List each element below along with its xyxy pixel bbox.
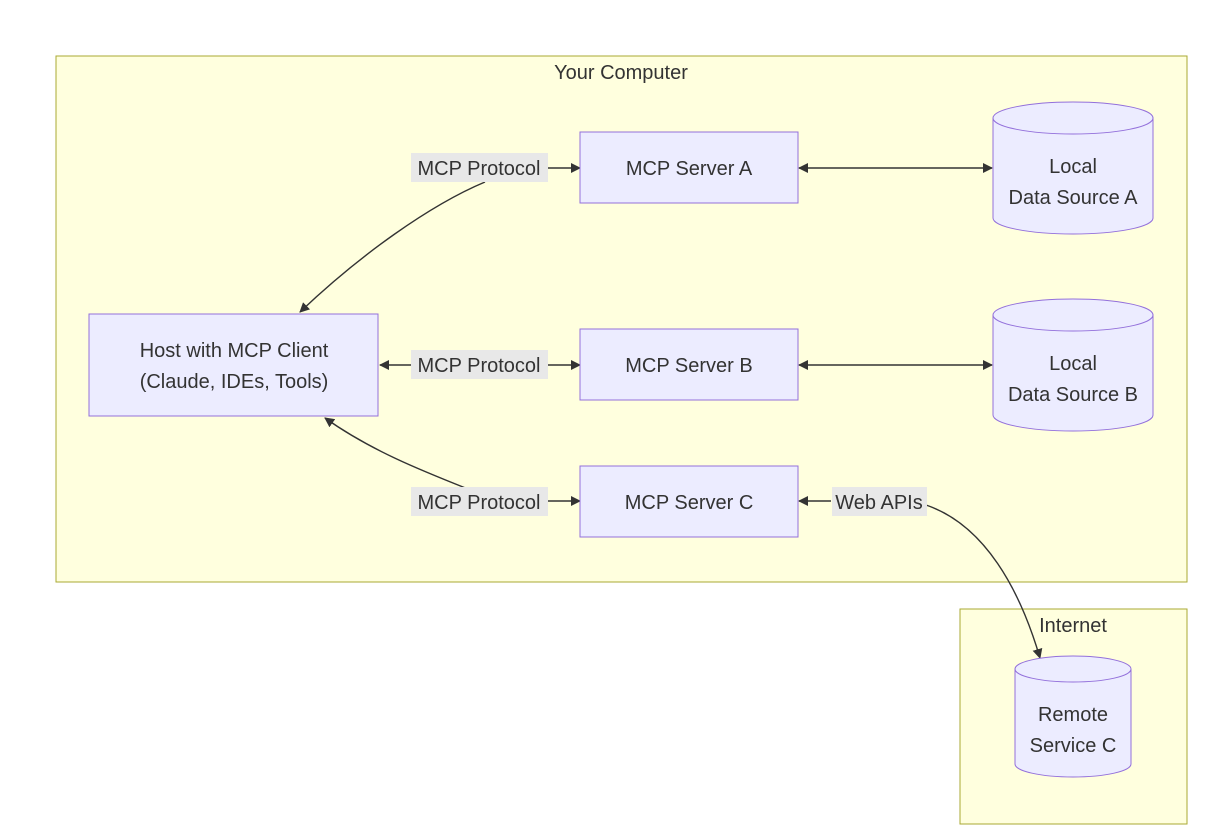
edge-label-web-apis: Web APIs [832,487,927,516]
cylinder-remote-top [1014,655,1132,683]
node-data-b-line1: Local [1049,353,1097,375]
edge-label-host-a-text: MCP Protocol [417,158,540,180]
node-server-c-label: MCP Server C [625,492,754,514]
edge-label-host-a: MCP Protocol [411,153,548,182]
cylinder-remote-body [1014,669,1132,778]
cluster-internet-label: Internet [1039,615,1107,637]
edge-label-host-c: MCP Protocol [411,487,548,516]
cylinder-a-top [992,101,1154,135]
node-server-b-label: MCP Server B [625,355,752,377]
node-server-b: MCP Server B [579,328,799,401]
cylinder-a-body [992,118,1154,235]
edge-web-apis-to-remote [925,504,1043,659]
node-data-source-a: Local Data Source A [992,101,1154,235]
node-server-b-box [579,328,799,401]
edge-host-to-server-c-curve [324,417,469,490]
edge-label-host-c-text: MCP Protocol [417,492,540,514]
cluster-internet: Internet [959,608,1188,825]
node-data-a-line2: Data Source A [1009,187,1139,209]
node-host-line1: Host with MCP Client [140,340,329,362]
node-server-a: MCP Server A [579,131,799,204]
node-server-a-label: MCP Server A [626,158,753,180]
node-data-b-line2: Data Source B [1008,384,1138,406]
node-server-a-box [579,131,799,204]
node-remote-service-c: Remote Service C [1014,655,1132,778]
node-server-c-box [579,465,799,538]
edge-label-web-apis-text: Web APIs [835,492,922,514]
node-server-c: MCP Server C [579,465,799,538]
node-data-a-line1: Local [1049,156,1097,178]
edge-label-host-b-text: MCP Protocol [417,355,540,377]
node-host-box [88,313,379,417]
edge-host-to-server-a-curve [299,181,486,313]
node-data-source-b: Local Data Source B [992,298,1154,432]
node-host-line2: (Claude, IDEs, Tools) [140,371,329,393]
node-host: Host with MCP Client (Claude, IDEs, Tool… [88,313,379,417]
cylinder-b-top [992,298,1154,332]
node-remote-line1: Remote [1038,704,1108,726]
edge-label-host-b: MCP Protocol [411,350,548,379]
cylinder-b-body [992,315,1154,432]
cluster-your-computer-label: Your Computer [554,62,688,84]
node-remote-line2: Service C [1030,735,1117,757]
